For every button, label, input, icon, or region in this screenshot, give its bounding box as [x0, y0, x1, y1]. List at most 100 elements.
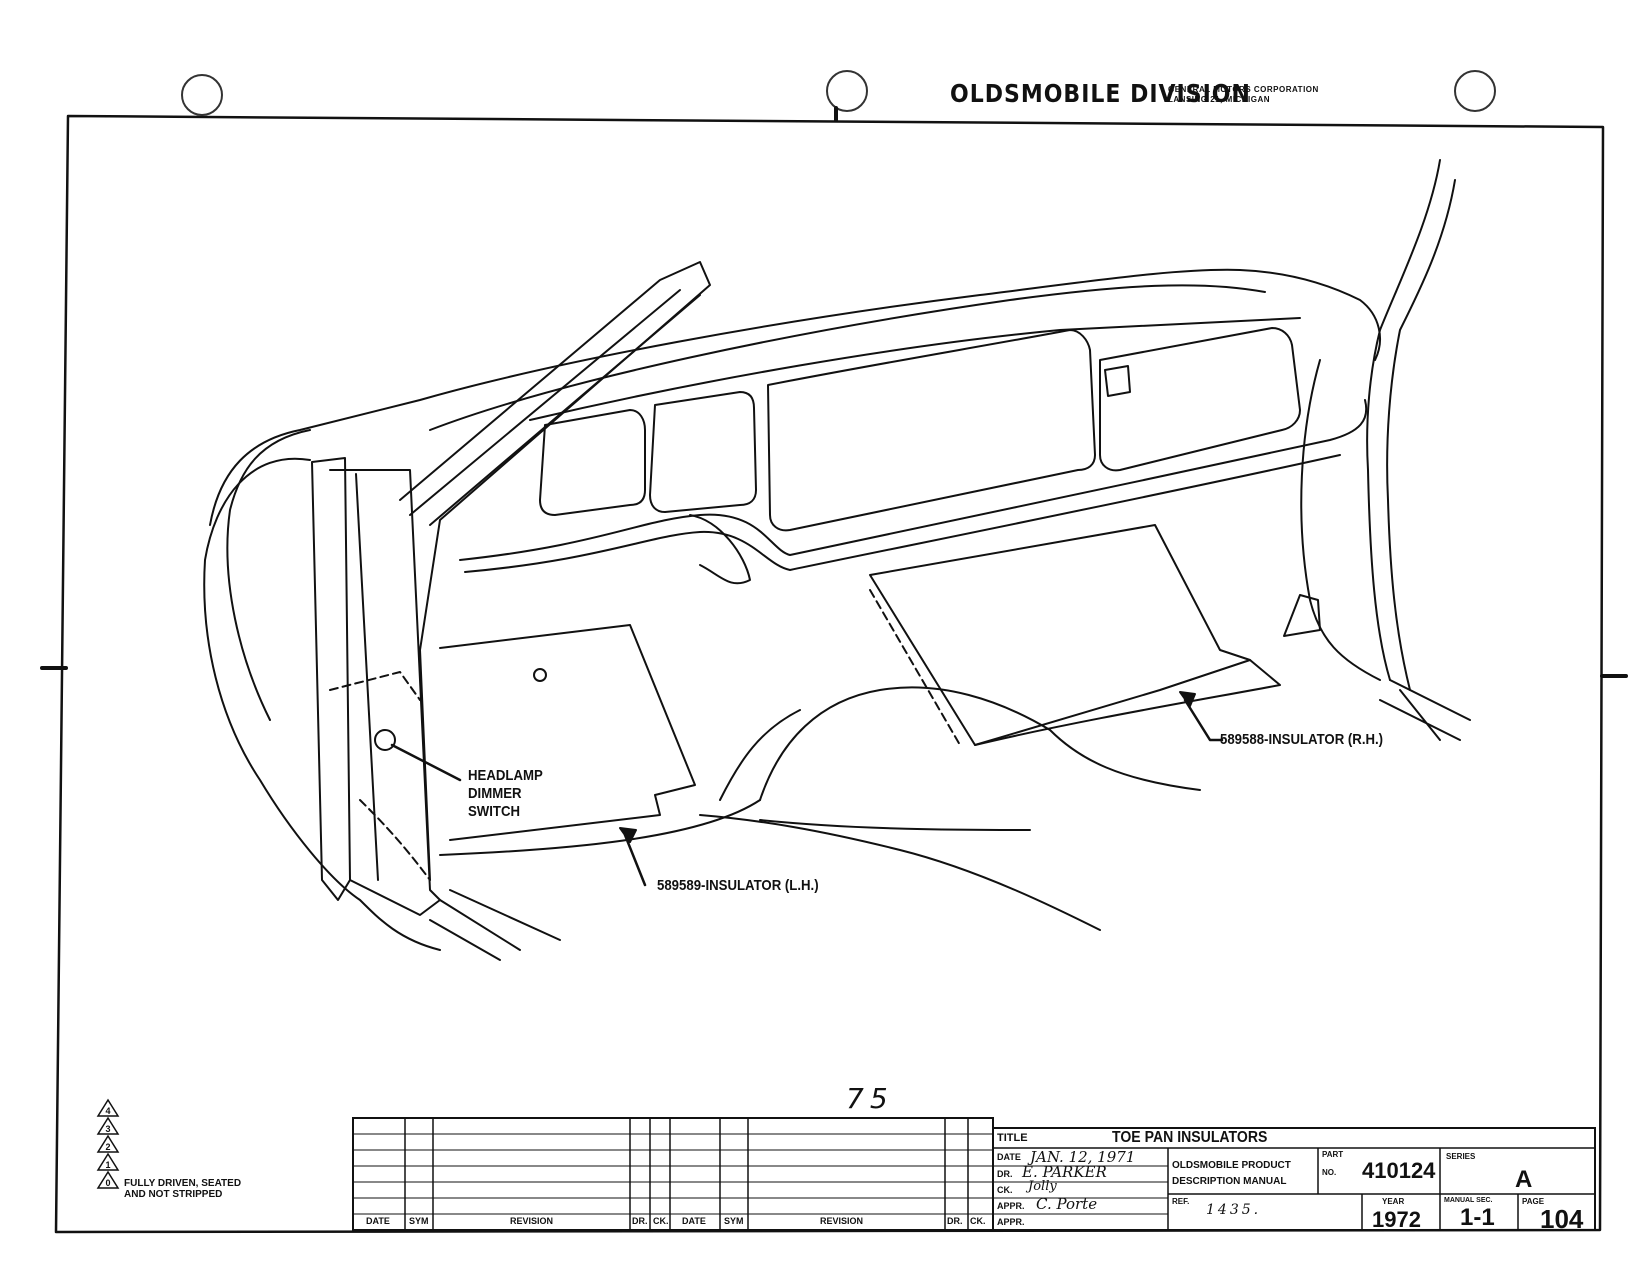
appr-value: C. Porte [1036, 1195, 1098, 1213]
rev-header-date-1: DATE [366, 1216, 390, 1226]
a-pillar-trim [429, 294, 701, 526]
series-value: A [1515, 1166, 1533, 1193]
appr-label: APPR. [997, 1201, 1025, 1211]
handwritten-page-number: 75 [846, 1082, 894, 1115]
legend-triangle-1 [96, 1152, 120, 1171]
sheet-border [54, 114, 1605, 1234]
rev-header-sym-1: SYM [409, 1216, 429, 1226]
part-label: PART [1322, 1150, 1344, 1159]
dash-lower-edge-inner [464, 454, 1341, 573]
right-kick-panel [1300, 359, 1381, 681]
legend-symbol-3: 3 [105, 1124, 110, 1134]
date-value: JAN. 12, 1971 [1030, 1148, 1136, 1166]
cluster-opening [539, 409, 646, 516]
dashed-pedal-outline [359, 799, 431, 881]
rh-callout-leader [1183, 698, 1224, 742]
steering-column-cut [689, 514, 751, 585]
date-label: DATE [997, 1152, 1021, 1162]
rev-header-revision-2: REVISION [820, 1216, 864, 1226]
a-pillar-outer [399, 261, 711, 881]
division-brand: OLDSMOBILE DIVISION [950, 80, 1251, 109]
legend-triangle-4 [96, 1098, 120, 1117]
legend-symbol-1: 1 [105, 1160, 110, 1170]
cluster-center-pod [767, 329, 1096, 532]
rev-header-dr-2: DR. [947, 1216, 963, 1226]
tunnel-side [719, 709, 801, 801]
fender-line [226, 429, 311, 721]
rh-callout-arrow [1179, 691, 1196, 707]
dr-value: E. PARKER [1022, 1163, 1107, 1181]
ref-value: 1435. [1206, 1202, 1262, 1218]
legend-symbol-0: 0 [105, 1178, 110, 1188]
manual-sec-label: MANUAL SEC. [1444, 1197, 1493, 1204]
callout-insulator-rh: 589588-INSULATOR (R.H.) [1220, 731, 1384, 748]
cluster-left-pod [649, 391, 757, 513]
ck-label: CK. [997, 1185, 1013, 1195]
part-number: 410124 [1362, 1158, 1436, 1183]
headlamp-dimmer-switch-shape [374, 729, 396, 751]
lh-callout-arrow [619, 827, 637, 843]
page-value: 104 [1540, 1204, 1584, 1234]
floor-pan-2 [759, 819, 1031, 831]
rev-header-ck-1: CK. [653, 1216, 669, 1226]
tunnel-hump [759, 686, 1051, 801]
corp-location: LANSING 21, MICHIGAN [1168, 95, 1271, 104]
year-value: 1972 [1372, 1207, 1421, 1232]
right-sill [1379, 679, 1471, 741]
corp-name: GENERAL MOTORS CORPORATION [1168, 85, 1319, 94]
legend-triangle-3 [96, 1116, 120, 1135]
binder-hole-left [181, 74, 223, 116]
binder-hole-right [1454, 70, 1496, 112]
rev-header-sym-2: SYM [724, 1216, 744, 1226]
floor-pan [699, 814, 1101, 931]
dash-upper-ledge [529, 317, 1301, 421]
a-pillar-inner [409, 289, 681, 516]
division-corp-location: GENERAL MOTORS CORPORATION LANSING 21, M… [1168, 85, 1319, 105]
rev-header-revision-1: REVISION [510, 1216, 554, 1226]
glovebox-latch [1104, 365, 1131, 397]
insulator-rh-dashed [869, 589, 961, 746]
headlamp-switch-hole [533, 668, 547, 682]
part-no-label: NO. [1322, 1168, 1337, 1177]
right-pillar-inner [1386, 179, 1456, 691]
appr2-label: APPR. [997, 1217, 1025, 1227]
legend-triangle-0 [96, 1170, 120, 1189]
hinge-pillar-front [311, 457, 351, 901]
ref-label: REF. [1172, 1197, 1190, 1206]
title-block [992, 1127, 1596, 1231]
rev-header-dr-1: DR. [632, 1216, 648, 1226]
dash-lower-edge [459, 399, 1368, 561]
rev-header-date-2: DATE [682, 1216, 706, 1226]
insulator-rh-lower [974, 659, 1281, 746]
page-label: PAGE [1522, 1197, 1545, 1206]
dr-label: DR. [997, 1169, 1013, 1179]
revision-table [352, 1117, 994, 1231]
dash-upper-crown [429, 284, 1266, 431]
legend-symbols: 4 3 2 1 0 [96, 1098, 120, 1189]
rev-header-ck-2: CK. [970, 1216, 986, 1226]
headlamp-callout-leader [390, 743, 462, 782]
glovebox-opening [1099, 327, 1301, 472]
series-label: SERIES [1446, 1152, 1476, 1161]
kick-vent-triangle [1283, 594, 1321, 637]
legend-triangle-2 [96, 1134, 120, 1153]
lh-callout-leader [623, 833, 647, 887]
manual-line-2: DESCRIPTION MANUAL [1172, 1176, 1287, 1187]
cowl-side-body [203, 457, 441, 951]
drawing-title: TOE PAN INSULATORS [1112, 1129, 1268, 1146]
callout-headlamp-dimmer-switch: HEADLAMP DIMMER SWITCH [468, 767, 543, 820]
legend-symbol-2: 2 [105, 1142, 110, 1152]
legend-symbol-4: 4 [105, 1106, 110, 1116]
right-pillar [1366, 159, 1441, 681]
hinge-pillar-face [329, 469, 441, 916]
dash-top-outline [209, 268, 1381, 526]
callout-insulator-lh: 589589-INSULATOR (L.H.) [657, 877, 819, 894]
title-label: TITLE [997, 1132, 1028, 1144]
legend-note: FULLY DRIVEN, SEATED AND NOT STRIPPED [124, 1178, 242, 1200]
left-sill [429, 889, 561, 961]
floor-line-lh [439, 799, 761, 856]
hinge-pillar-edge [355, 473, 379, 881]
